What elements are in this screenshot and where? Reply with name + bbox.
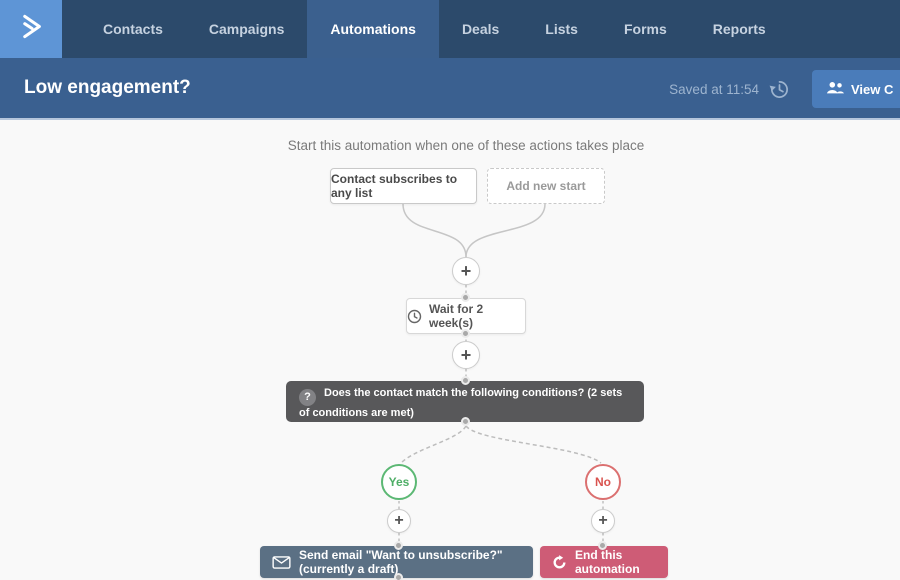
wait-step-label: Wait for 2 week(s) (429, 302, 484, 330)
condition-step[interactable]: ?Does the contact match the following co… (286, 381, 644, 422)
send-email-step[interactable]: Send email "Want to unsubscribe?" (curre… (260, 546, 533, 578)
activecampaign-logo[interactable] (0, 0, 62, 58)
nav-item-reports[interactable]: Reports (712, 21, 766, 37)
nav-item-automations[interactable]: Automations (307, 0, 439, 58)
envelope-icon (272, 555, 291, 569)
add-new-start-button[interactable]: Add new start (487, 168, 605, 204)
saved-status: Saved at 11:54 (669, 81, 759, 97)
trigger-contact-subscribes[interactable]: Contact subscribes to any list (330, 168, 477, 204)
add-action-button-no-branch[interactable]: + (591, 509, 615, 533)
add-action-button-2[interactable]: + (452, 341, 480, 369)
top-nav: Contacts Campaigns Automations Deals Lis… (0, 0, 900, 58)
branch-no-badge: No (585, 464, 621, 500)
connector-dot (461, 293, 470, 302)
end-automation-step-label: End this automation (575, 548, 640, 576)
nav-items: Contacts Campaigns Automations Deals Lis… (80, 0, 789, 58)
refresh-end-icon (552, 554, 567, 570)
connector-dot (394, 541, 403, 550)
automation-canvas: Start this automation when one of these … (0, 120, 900, 580)
nav-item-campaigns[interactable]: Campaigns (208, 21, 285, 37)
nav-item-forms[interactable]: Forms (623, 21, 667, 37)
contacts-people-icon (826, 81, 851, 97)
header-right-group: Saved at 11:54 View C (669, 58, 900, 120)
add-action-button-1[interactable]: + (452, 257, 480, 285)
view-contacts-button[interactable]: View C (812, 70, 900, 108)
add-action-button-yes-branch[interactable]: + (387, 509, 411, 533)
connector-dot (461, 417, 470, 426)
connector-dot (461, 376, 470, 385)
end-automation-step[interactable]: End this automation (540, 546, 668, 578)
page-title: Low engagement? (24, 77, 191, 98)
connector-dot (461, 329, 470, 338)
connector-dot (394, 573, 403, 580)
connector-dot (598, 541, 607, 550)
question-icon: ? (299, 389, 316, 406)
flow-connectors (398, 203, 604, 546)
clock-icon (407, 309, 422, 324)
nav-item-contacts[interactable]: Contacts (103, 21, 163, 37)
canvas-caption: Start this automation when one of these … (287, 138, 645, 153)
view-button-label: View C (851, 81, 894, 97)
nav-item-deals[interactable]: Deals (461, 21, 500, 37)
send-email-step-label: Send email "Want to unsubscribe?" (curre… (299, 548, 503, 576)
chevron-logo-icon (18, 11, 45, 47)
automation-header: Low engagement? Saved at 11:54 View C (0, 58, 900, 120)
branch-yes-badge: Yes (381, 464, 417, 500)
condition-step-label: Does the contact match the following con… (299, 387, 623, 419)
nav-item-lists[interactable]: Lists (545, 21, 578, 37)
history-icon[interactable] (769, 79, 790, 100)
